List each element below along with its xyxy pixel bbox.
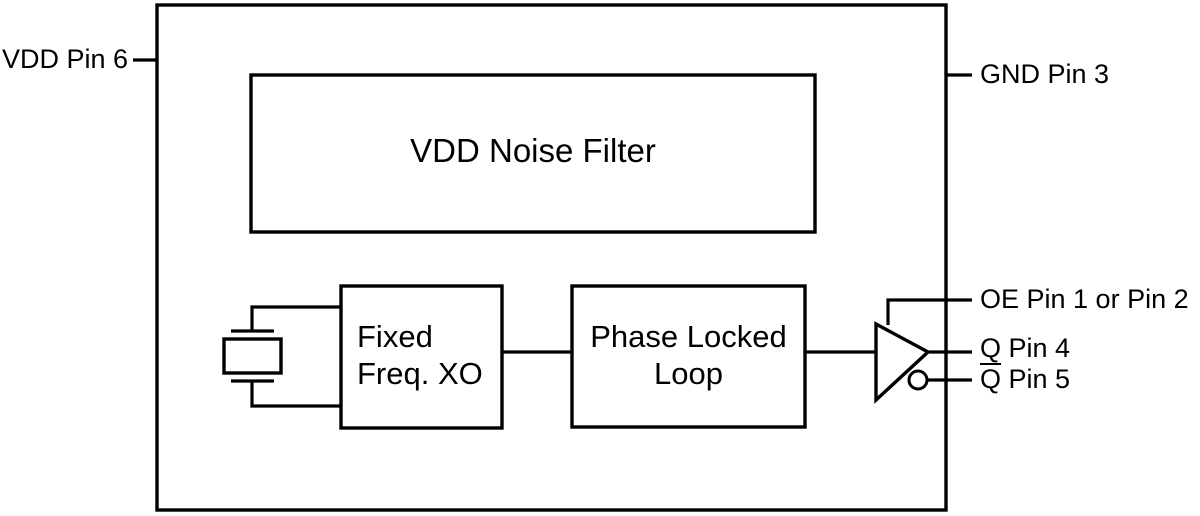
pin-label-qbar: Q Pin 5 [980, 363, 1070, 396]
fixed-freq-xo-block [339, 284, 504, 430]
pin-label-vdd: VDD Pin 6 [2, 44, 129, 74]
block-label-fixed-freq-xo: Fixed Freq. XO [357, 319, 483, 392]
block-label-phase-locked-loop-line1: Phase Locked [590, 319, 787, 354]
crystal-top-lead [250, 305, 341, 331]
block-label-phase-locked-loop: Phase Locked Loop [572, 319, 805, 392]
output-buffer-amplifier [874, 321, 931, 404]
vdd-noise-filter-block [249, 73, 817, 234]
crystal-bottom-lead [250, 381, 341, 408]
pin-label-oe: OE Pin 1 or Pin 2 [980, 284, 1189, 314]
block-label-fixed-freq-xo-line2: Freq. XO [357, 355, 483, 391]
pin-label-qbar-overbar-char: Q [980, 363, 1002, 394]
block-label-vdd-noise-filter: VDD Noise Filter [410, 132, 656, 169]
pin-label-gnd: GND Pin 3 [980, 59, 1110, 89]
pin-label-qbar-rest: Pin 5 [1001, 364, 1071, 394]
phase-locked-loop-block [570, 284, 807, 429]
block-label-phase-locked-loop-line2: Loop [654, 355, 723, 391]
inverting-output-bubble [907, 369, 929, 391]
pin-label-q: Q Pin 4 [980, 333, 1071, 363]
crystal-body [222, 337, 283, 375]
block-label-fixed-freq-xo-line1: Fixed [357, 319, 433, 354]
oe-pin-lead [886, 298, 972, 325]
